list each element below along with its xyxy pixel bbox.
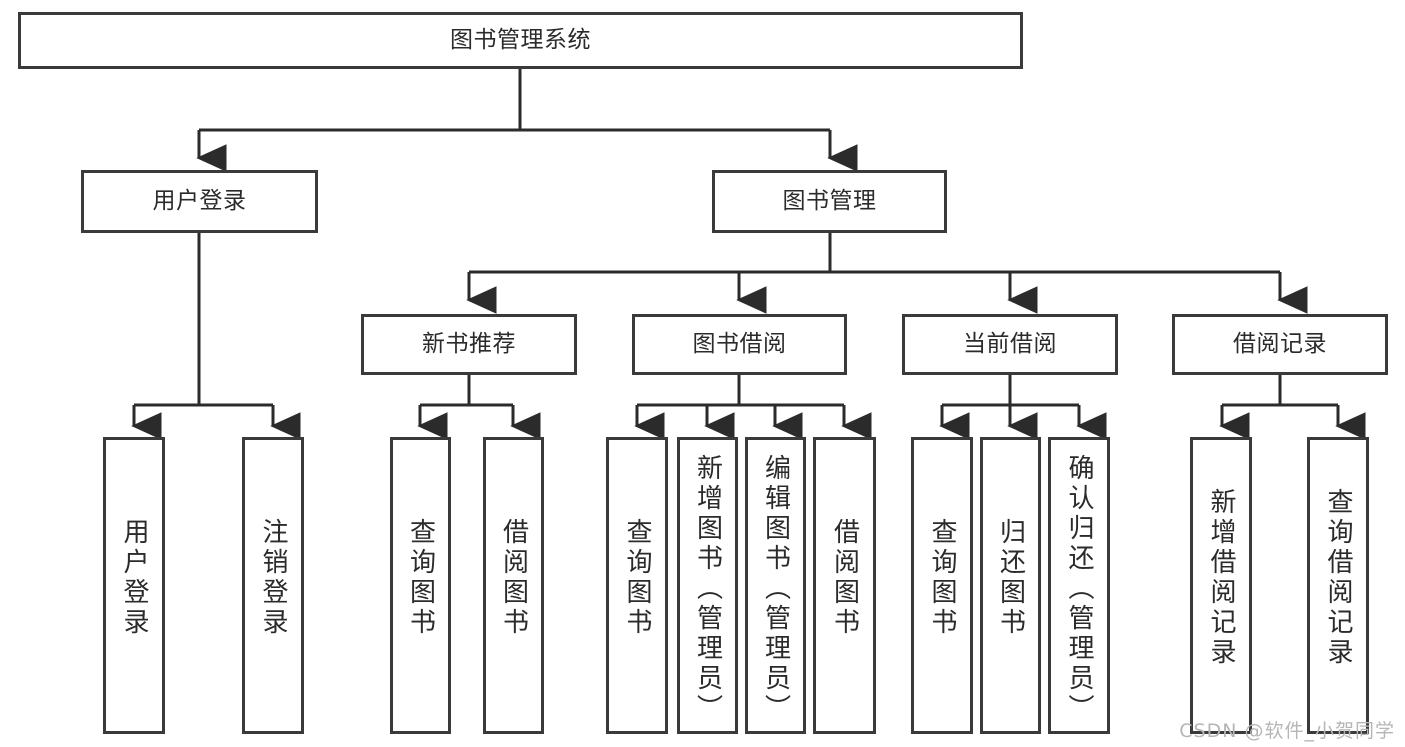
node-user-login[interactable]: 用户登录: [81, 170, 318, 233]
node-label: 用户登录: [119, 518, 149, 638]
node-label: 借阅图书: [498, 518, 529, 638]
leaf-add-book-admin[interactable]: 新增图书（管理员）: [677, 437, 738, 734]
node-label: 图书管理: [782, 187, 877, 214]
node-current-borrow[interactable]: 当前借阅: [902, 314, 1118, 375]
node-label: 图书管理系统: [450, 26, 591, 53]
node-root-library-management-system[interactable]: 图书管理系统: [18, 12, 1023, 69]
leaf-return-book[interactable]: 归还图书: [980, 437, 1041, 734]
leaf-add-borrow-record[interactable]: 新增借阅记录: [1190, 437, 1252, 734]
leaf-user-login[interactable]: 用户登录: [103, 437, 165, 734]
leaf-query-book-recommend[interactable]: 查询图书: [390, 437, 451, 734]
node-label: 归还图书: [995, 518, 1026, 638]
node-label: 新增借阅记录: [1206, 488, 1236, 668]
node-label: 用户登录: [152, 187, 247, 214]
node-label: 当前借阅: [963, 330, 1057, 357]
node-label: 查询图书: [405, 518, 436, 638]
leaf-query-borrow-record[interactable]: 查询借阅记录: [1307, 437, 1369, 734]
node-label: 编辑图书（管理员）: [760, 454, 791, 724]
node-book-management[interactable]: 图书管理: [712, 170, 947, 233]
node-label: 借阅记录: [1233, 330, 1327, 357]
node-label: 查询借阅记录: [1323, 488, 1353, 668]
watermark-text: CSDN @软件_小贺同学: [1179, 720, 1395, 742]
leaf-edit-book-admin[interactable]: 编辑图书（管理员）: [745, 437, 806, 734]
node-label: 确认归还（管理员）: [1064, 454, 1094, 724]
node-label: 新书推荐: [422, 330, 516, 357]
leaf-logout-login[interactable]: 注销登录: [242, 437, 304, 734]
node-label: 注销登录: [258, 518, 288, 638]
leaf-confirm-return-admin[interactable]: 确认归还（管理员）: [1048, 437, 1110, 734]
leaf-borrow-book[interactable]: 借阅图书: [813, 437, 876, 734]
node-label: 查询图书: [622, 518, 652, 638]
node-new-book-recommend[interactable]: 新书推荐: [361, 314, 577, 375]
node-borrow-record[interactable]: 借阅记录: [1172, 314, 1388, 375]
node-book-borrow[interactable]: 图书借阅: [632, 314, 847, 375]
leaf-borrow-book-recommend[interactable]: 借阅图书: [483, 437, 544, 734]
leaf-query-book-current[interactable]: 查询图书: [911, 437, 973, 734]
leaf-query-book-borrow[interactable]: 查询图书: [606, 437, 668, 734]
node-label: 借阅图书: [829, 518, 860, 638]
node-label: 新增图书（管理员）: [692, 454, 723, 724]
node-label: 查询图书: [927, 518, 957, 638]
node-label: 图书借阅: [692, 330, 787, 357]
